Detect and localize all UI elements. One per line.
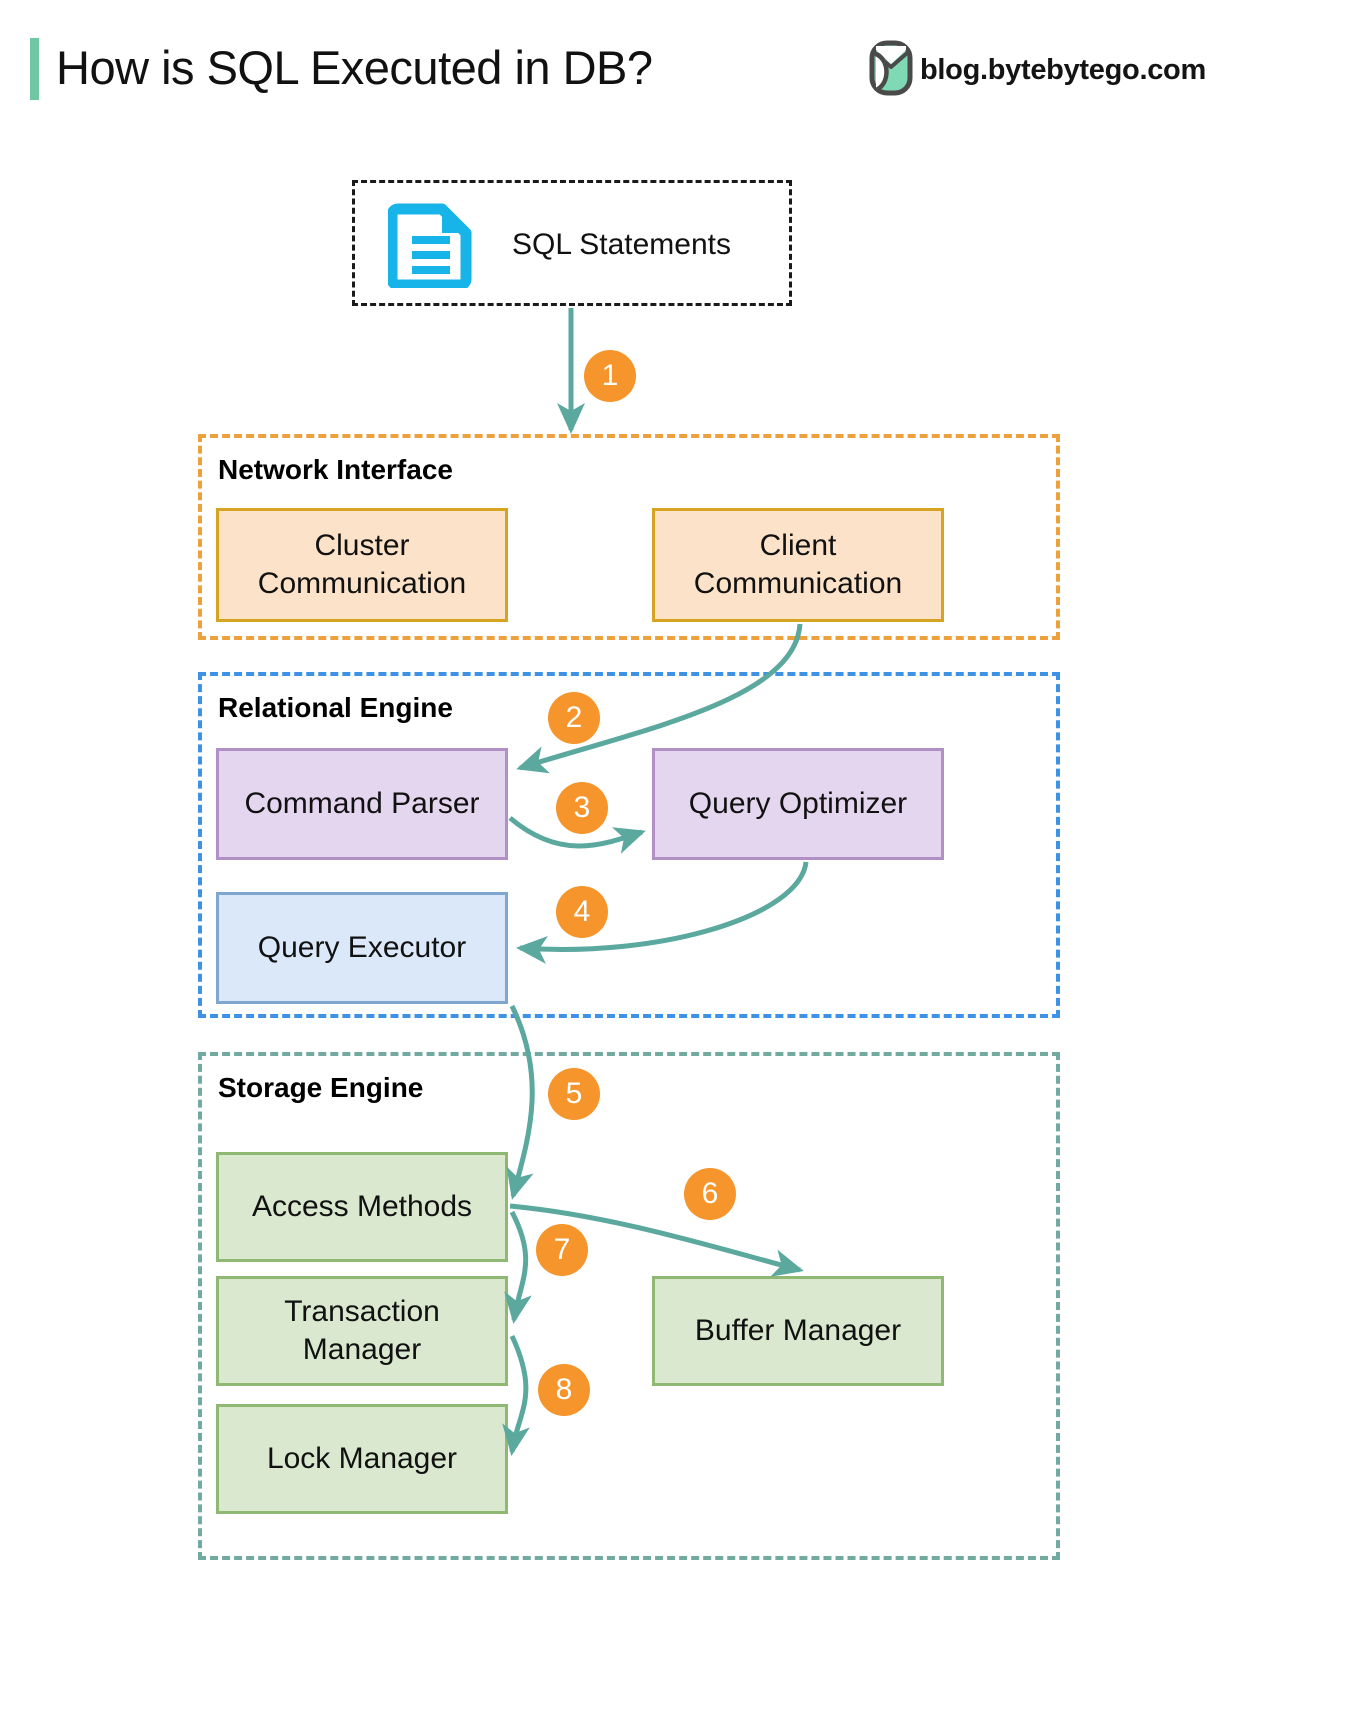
group-network-interface-title: Network Interface (218, 454, 453, 485)
title-accent-bar (30, 38, 39, 100)
step-badge-1: 1 (584, 350, 636, 402)
node-query-executor[interactable]: Query Executor (216, 892, 508, 1004)
node-query-optimizer[interactable]: Query Optimizer (652, 748, 944, 860)
document-icon (386, 200, 476, 291)
step-badge-8: 8 (538, 1364, 590, 1416)
step-badge-4: 4 (556, 886, 608, 938)
bytebytego-logo-icon (868, 40, 914, 101)
node-cluster-communication[interactable]: Cluster Communication (216, 508, 508, 622)
node-access-methods[interactable]: Access Methods (216, 1152, 508, 1262)
node-lock-manager[interactable]: Lock Manager (216, 1404, 508, 1514)
step-badge-2: 2 (548, 692, 600, 744)
node-transaction-manager[interactable]: Transaction Manager (216, 1276, 508, 1386)
node-command-parser[interactable]: Command Parser (216, 748, 508, 860)
group-storage-engine (198, 1052, 1060, 1560)
step-badge-5: 5 (548, 1068, 600, 1120)
node-buffer-manager[interactable]: Buffer Manager (652, 1276, 944, 1386)
brand-watermark: blog.bytebytego.com (868, 40, 1206, 101)
step-badge-3: 3 (556, 782, 608, 834)
page-title: How is SQL Executed in DB? (56, 41, 653, 94)
sql-statements-container (352, 180, 792, 306)
sql-statements-label: SQL Statements (512, 228, 731, 261)
group-storage-engine-title: Storage Engine (218, 1072, 424, 1103)
step-badge-6: 6 (684, 1168, 736, 1220)
node-client-communication[interactable]: Client Communication (652, 508, 944, 622)
group-relational-engine-title: Relational Engine (218, 692, 453, 723)
step-badge-7: 7 (536, 1224, 588, 1276)
brand-text: blog.bytebytego.com (920, 54, 1206, 86)
page-header: How is SQL Executed in DB? blog.bytebyte… (0, 0, 1358, 140)
